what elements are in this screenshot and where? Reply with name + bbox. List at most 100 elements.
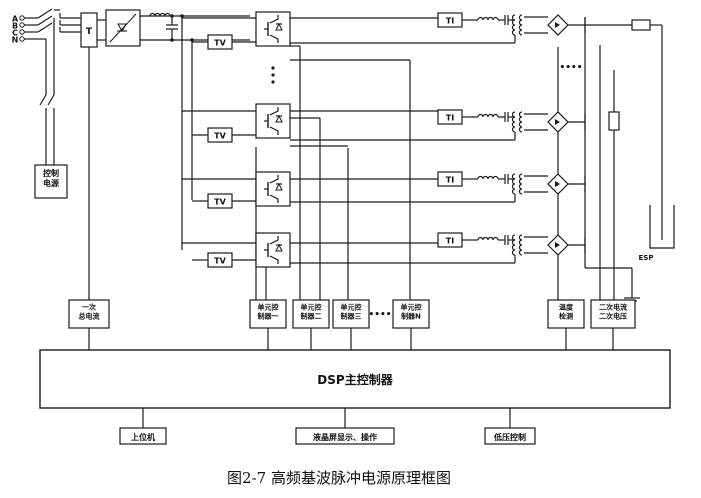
phase-label-b: B: [12, 22, 18, 31]
primary-current-label-line: 总电流: [79, 312, 100, 321]
text-labels: ABCN控制电源T一次总电流TVTITVTITVTITVTI••••ESP单元控…: [12, 15, 654, 488]
controller-ellipsis: ••••: [368, 310, 391, 320]
row-2-output-bridge-diode: [555, 119, 560, 125]
row-1-tv-box: [207, 34, 233, 50]
junction-dot: [190, 38, 194, 42]
dsp-main-controller-box: [39, 349, 671, 409]
unit-controller-3-label: 单元控制器三: [341, 303, 362, 321]
switch-blade-0: [37, 8, 53, 19]
row-2-igbt-emitter: [269, 126, 279, 135]
figure-caption: 图2-7 高频基波脉冲电源原理框图: [227, 469, 451, 487]
row-4-ti-box: [437, 232, 463, 248]
junction-dot: [170, 14, 174, 18]
phase-label-c: C: [12, 29, 18, 38]
secondary-sense-label-line: 二次电流: [599, 303, 627, 312]
unit-controller-3-label-line: 制器三: [341, 312, 362, 321]
row-3-igbt: [255, 171, 291, 207]
phase-label-a: A: [12, 15, 19, 24]
row-2-tv-box: [207, 127, 233, 143]
unit-controller-2-label: 单元控制器二: [301, 303, 322, 321]
unit-controller-n-label-line: 单元控: [401, 303, 422, 312]
esp-label: ESP: [639, 254, 654, 262]
terminal-2: [19, 29, 25, 35]
row-4-xfmr-primary: [511, 234, 516, 256]
unit-controller-2-box: [292, 299, 330, 329]
unit-controller-2-label-line: 制器二: [301, 312, 322, 321]
row-2-ti-box: [437, 109, 463, 125]
low-voltage-box: [484, 427, 536, 445]
row-1-tv-label: TV: [214, 39, 226, 48]
row-2-tv-label: TV: [214, 132, 226, 141]
row-2-igbt: [255, 103, 291, 139]
breaker-t-label: T: [86, 27, 93, 37]
row-2-igbt-collector: [269, 107, 279, 116]
host-box: [119, 427, 167, 445]
row-3-xfmr-secondary: [518, 173, 523, 195]
row-3-ti-label: TI: [446, 176, 454, 185]
switch-blade-2: [37, 22, 53, 33]
row-3-tv-box: [207, 193, 233, 209]
junction-dot: [170, 38, 174, 42]
row-1-xfmr-primary: [511, 14, 516, 36]
row-2-ti-label: TI: [446, 114, 454, 123]
primary-current-label-line: 一次: [82, 303, 96, 312]
row-1-ti-box: [437, 12, 463, 28]
row-4-igbt: [255, 232, 291, 268]
module-ellipsis-dot-0: [271, 66, 275, 70]
row-3-output-bridge-diode: [555, 181, 560, 187]
temp-detect-label-line: 检测: [559, 312, 573, 321]
component-boxes: [19, 9, 671, 445]
module-ellipsis-dot-2: [271, 80, 275, 84]
primary-current-label: 一次总电流: [79, 303, 100, 321]
breaker-t-box: [80, 12, 98, 48]
unit-controller-1-label: 单元控制器一: [258, 303, 279, 321]
row-1-igbt: [255, 11, 291, 47]
row-1-igbt-collector: [269, 15, 279, 24]
control-power-label-line: 电源: [43, 178, 59, 188]
temp-detect-label-line: 温度: [559, 303, 574, 312]
row-2-xfmr-secondary: [518, 111, 523, 133]
secondary-sense-box: [590, 299, 636, 329]
row-3-xfmr-primary: [511, 173, 516, 195]
unit-controller-n-box: [392, 299, 430, 329]
junction-dot: [180, 14, 184, 18]
row-4-igbt-emitter: [269, 255, 279, 264]
unit-controller-3-box: [332, 299, 370, 329]
dsp-main-controller-label: DSP主控制器: [317, 372, 393, 387]
phase-label-n: N: [12, 36, 19, 45]
row-1-igbt-diode-body: [275, 22, 283, 31]
lcd-label: 液晶屏显示、操作: [313, 432, 377, 442]
unit-controller-n-label: 单元控制器N: [401, 303, 422, 321]
row-2-igbt-diode-body: [275, 114, 283, 123]
terminal-0: [19, 15, 25, 21]
control-power-box: [34, 164, 68, 199]
row-3-igbt-diode-body: [275, 182, 283, 191]
temp-detect-box: [547, 299, 585, 329]
row-1-resonant-inductor: [477, 16, 499, 21]
secondary-sense-label-line: 二次电压: [599, 312, 627, 321]
dc-reactor: [149, 12, 171, 17]
terminal-3: [19, 36, 25, 42]
row-1-xfmr-secondary: [518, 14, 523, 36]
output-resistor: [631, 19, 651, 31]
sampling-resistor: [608, 111, 620, 131]
row-4-igbt-diode-body: [275, 243, 283, 252]
aux-switch-1: [39, 94, 47, 106]
row-3-igbt-emitter: [269, 194, 279, 203]
rectifier-diag: [109, 13, 137, 43]
wiring: [24, 8, 675, 428]
row-3-resonant-inductor: [477, 175, 499, 180]
row-4-tv-label: TV: [214, 257, 226, 266]
unit-controller-n-label-line: 制器N: [401, 312, 421, 321]
secondary-sense-label: 二次电流二次电压: [599, 303, 627, 321]
row-2-xfmr-primary: [511, 111, 516, 133]
row-1-ti-label: TI: [446, 17, 454, 26]
low-voltage-label: 低压控制: [493, 432, 526, 442]
row-4-igbt-collector: [269, 236, 279, 245]
row-3-igbt-collector: [269, 175, 279, 184]
rectifier-diode: [117, 23, 127, 33]
row-2-resonant-inductor: [477, 113, 499, 118]
row-3-ti-box: [437, 171, 463, 187]
row-4-ti-label: TI: [446, 237, 454, 246]
